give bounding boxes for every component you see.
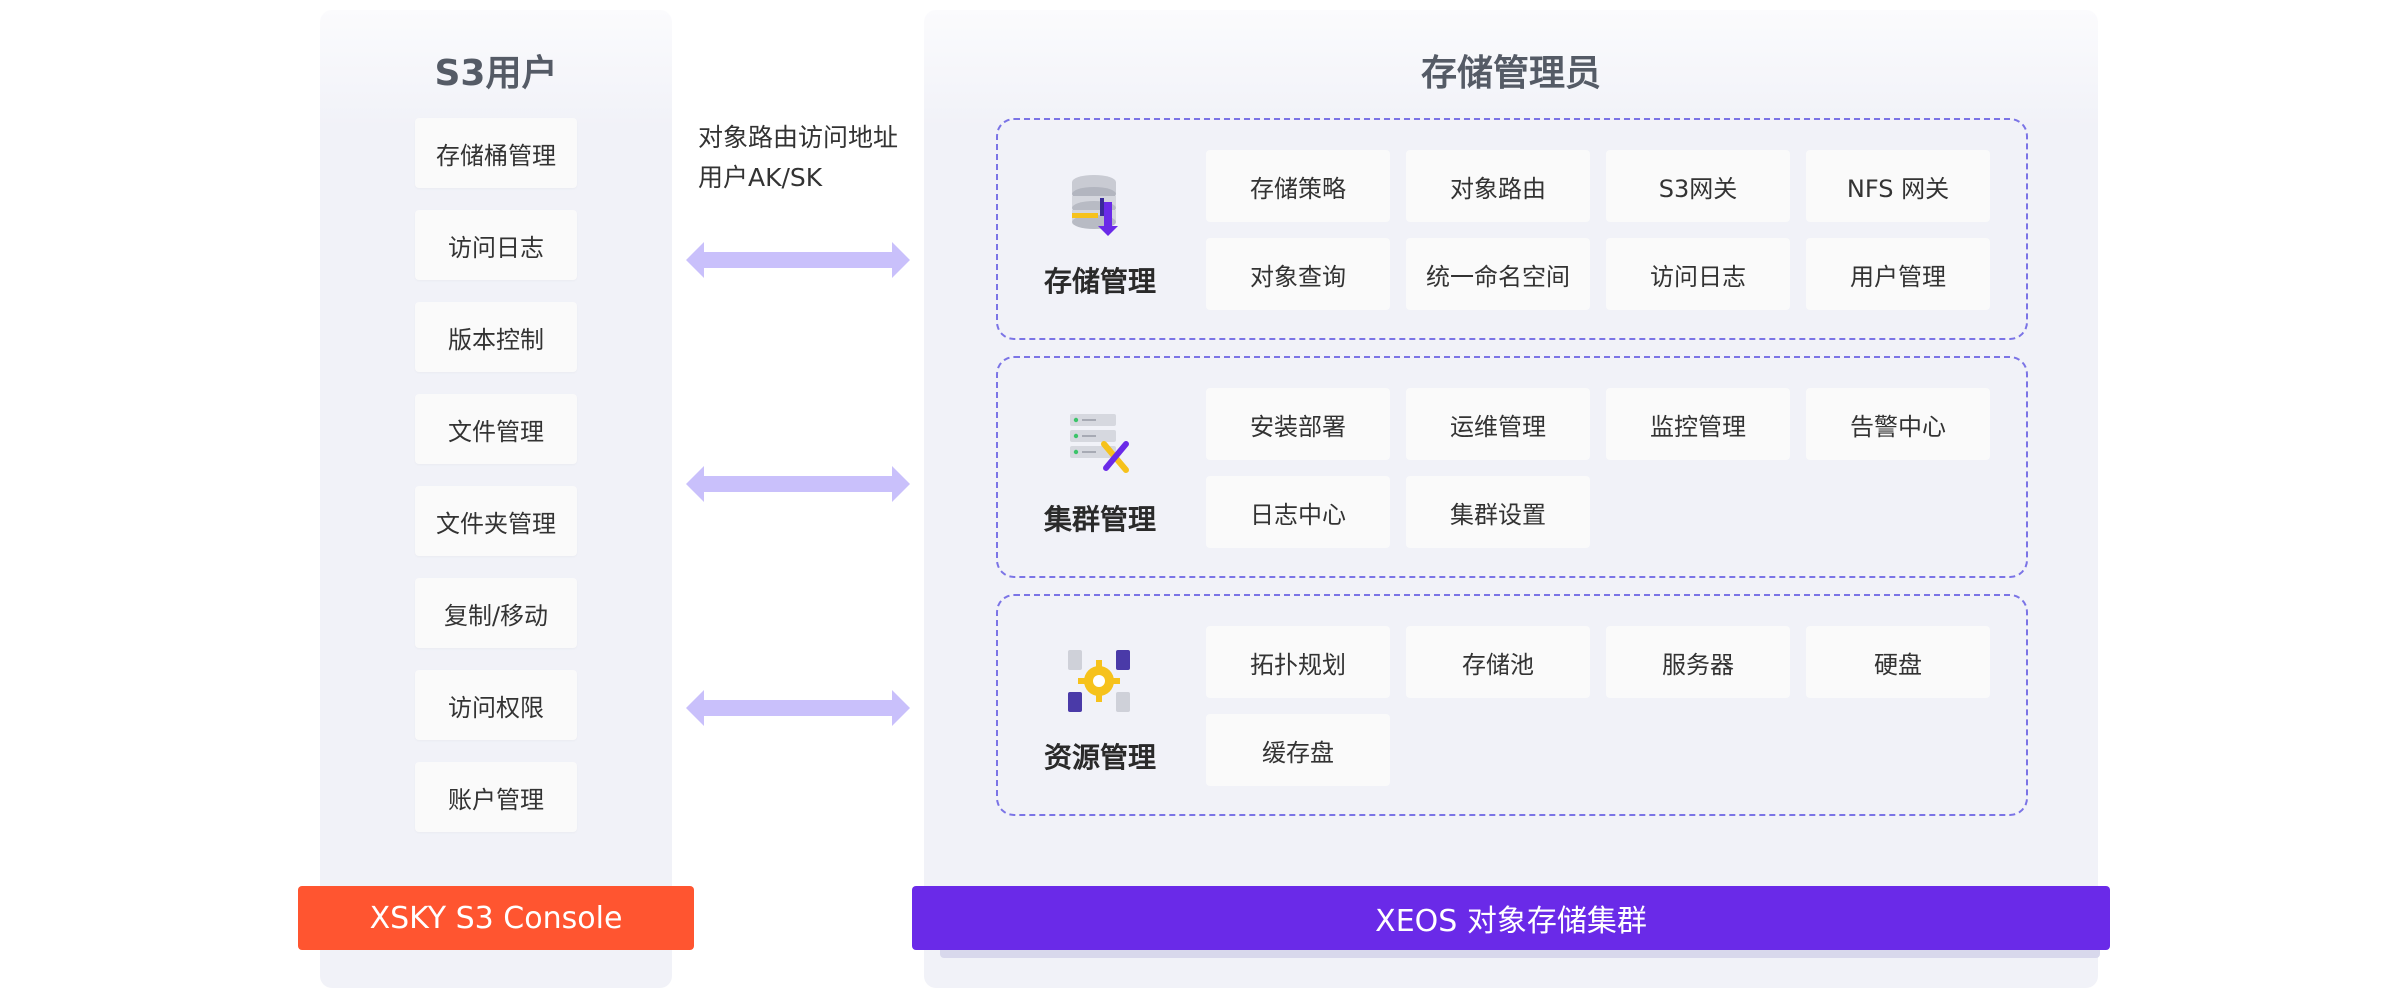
item-access-log: 访问日志 — [1606, 238, 1790, 310]
item-storage-pool: 存储池 — [1406, 626, 1590, 698]
s3-item-access-permission: 访问权限 — [415, 670, 577, 740]
item-object-query: 对象查询 — [1206, 238, 1390, 310]
s3-user-panel: S3用户 存储桶管理 访问日志 版本控制 文件管理 文件夹管理 复制/移动 访问… — [320, 10, 672, 988]
protocol-line-aksk: 用户AK/SK — [698, 163, 823, 192]
s3-item-version-control: 版本控制 — [415, 302, 577, 372]
section-label-resource: 资源管理 — [1043, 741, 1156, 774]
double-arrow-icon — [686, 466, 910, 502]
item-object-routing: 对象路由 — [1406, 150, 1590, 222]
s3-item-bucket-management: 存储桶管理 — [415, 118, 577, 188]
item-storage-policy: 存储策略 — [1206, 150, 1390, 222]
item-unified-namespace: 统一命名空间 — [1406, 238, 1590, 310]
s3-console-bar: XSKY S3 Console — [298, 886, 694, 950]
s3-item-copy-move: 复制/移动 — [415, 578, 577, 648]
item-alert-center: 告警中心 — [1806, 388, 1990, 460]
section-resource-management: 资源管理 拓扑规划 存储池 服务器 硬盘 缓存盘 — [996, 594, 2028, 816]
storage-admin-title: 存储管理员 — [1420, 53, 1601, 94]
item-log-center: 日志中心 — [1206, 476, 1390, 548]
item-hard-disk: 硬盘 — [1806, 626, 1990, 698]
protocol-text: 对象路由访问地址 用户AK/SK — [698, 118, 898, 198]
item-user-management: 用户管理 — [1806, 238, 1990, 310]
item-cluster-settings: 集群设置 — [1406, 476, 1590, 548]
item-s3-gateway: S3网关 — [1606, 150, 1790, 222]
s3-user-title: S3用户 — [434, 53, 558, 94]
section-storage-management: 存储管理 存储策略 对象路由 S3网关 NFS 网关 对象查询 统一命名空间 访… — [996, 118, 2028, 340]
object-storage-cluster-bar: XEOS 对象存储集群 — [912, 886, 2110, 950]
item-monitoring-management: 监控管理 — [1606, 388, 1790, 460]
database-icon — [1072, 175, 1118, 236]
double-arrow-icon — [686, 242, 910, 278]
item-install-deploy: 安装部署 — [1206, 388, 1390, 460]
section-label-cluster: 集群管理 — [1043, 503, 1156, 536]
s3-item-file-management: 文件管理 — [415, 394, 577, 464]
item-cache-disk: 缓存盘 — [1206, 714, 1390, 786]
item-nfs-gateway: NFS 网关 — [1806, 150, 1990, 222]
s3-item-account-management: 账户管理 — [415, 762, 577, 832]
double-arrow-icon — [686, 690, 910, 726]
protocol-line-route: 对象路由访问地址 — [698, 123, 899, 152]
section-label-storage: 存储管理 — [1043, 265, 1156, 298]
s3-item-folder-management: 文件夹管理 — [415, 486, 577, 556]
item-server: 服务器 — [1606, 626, 1790, 698]
server-tools-icon — [1070, 414, 1129, 473]
item-operations-management: 运维管理 — [1406, 388, 1590, 460]
section-cluster-management: 集群管理 安装部署 运维管理 监控管理 告警中心 日志中心 集群设置 — [996, 356, 2028, 578]
item-topology-planning: 拓扑规划 — [1206, 626, 1390, 698]
s3-item-access-log: 访问日志 — [415, 210, 577, 280]
resource-gear-icon — [1068, 650, 1130, 712]
